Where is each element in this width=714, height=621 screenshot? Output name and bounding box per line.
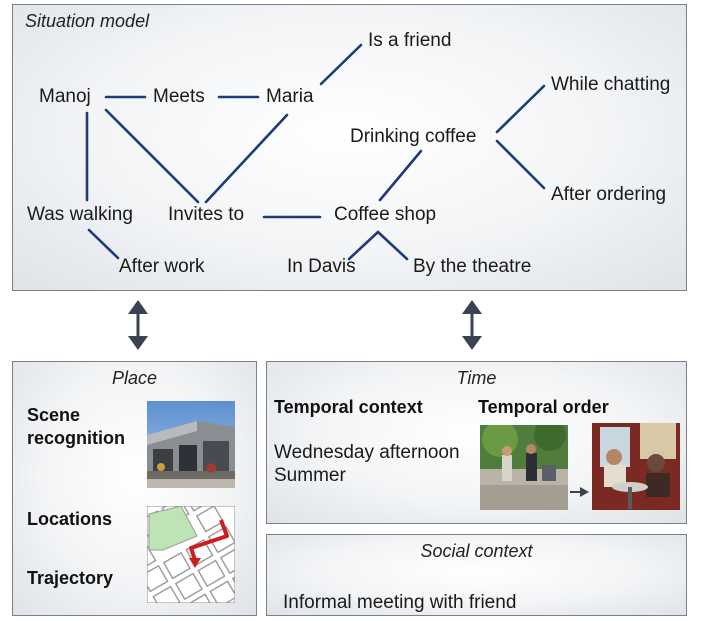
edge-manoj-invites-to (104, 108, 200, 204)
trajectory-label: Trajectory (27, 568, 114, 588)
temporal-photo-cafe (592, 423, 680, 510)
node-while-chatting: While chatting (551, 74, 671, 95)
temporal-order-label: Temporal order (478, 397, 609, 417)
edge-coffee-shop-by-the-theatre (376, 230, 409, 261)
temporal-photo-walking (480, 425, 568, 510)
edge-drinking-coffee-while-chatting (495, 84, 546, 134)
social-context-panel: Social context (266, 534, 687, 616)
edge-drinking-coffee-coffee-shop (378, 149, 423, 202)
node-by-the-theatre: By the theatre (413, 256, 532, 277)
edge-maria-is-a-friend (319, 43, 363, 86)
context-line-weekday: Wednesday afternoon (274, 442, 460, 463)
temporal-context-label: Temporal context (274, 397, 423, 417)
node-is-a-friend: Is a friend (368, 30, 452, 51)
situation-model-title: Situation model (25, 11, 150, 31)
node-in-davis: In Davis (287, 256, 356, 277)
map-trajectory (147, 506, 235, 603)
arrow-time-link (462, 300, 482, 350)
node-after-work: After work (119, 256, 205, 277)
edge-was-walking-after-work (87, 228, 120, 260)
node-invites-to: Invites to (168, 204, 245, 225)
edge-drinking-coffee-after-ordering (495, 139, 546, 190)
arrow-place-link (128, 300, 148, 350)
scene-photo (147, 401, 235, 488)
edge-maria-invites-to (204, 113, 289, 204)
node-manoj: Manoj (39, 86, 91, 107)
node-was-walking: Was walking (27, 204, 133, 225)
social-context-title: Social context (420, 541, 533, 561)
node-maria: Maria (266, 86, 314, 107)
node-drinking-coffee: Drinking coffee (350, 126, 477, 147)
time-title: Time (456, 368, 497, 388)
node-meets: Meets (153, 86, 205, 107)
social-context-text: Informal meeting with friend (283, 592, 517, 613)
node-coffee-shop: Coffee shop (334, 204, 437, 225)
node-after-ordering: After ordering (551, 184, 667, 205)
place-title: Place (111, 368, 158, 388)
locations-label: Locations (27, 509, 113, 529)
edge-coffee-shop-in-davis (347, 230, 380, 261)
context-line-season: Summer (274, 465, 346, 486)
situation-model-panel: Situation model (12, 4, 687, 291)
scene-recognition-label: Scene recognition (27, 405, 125, 448)
